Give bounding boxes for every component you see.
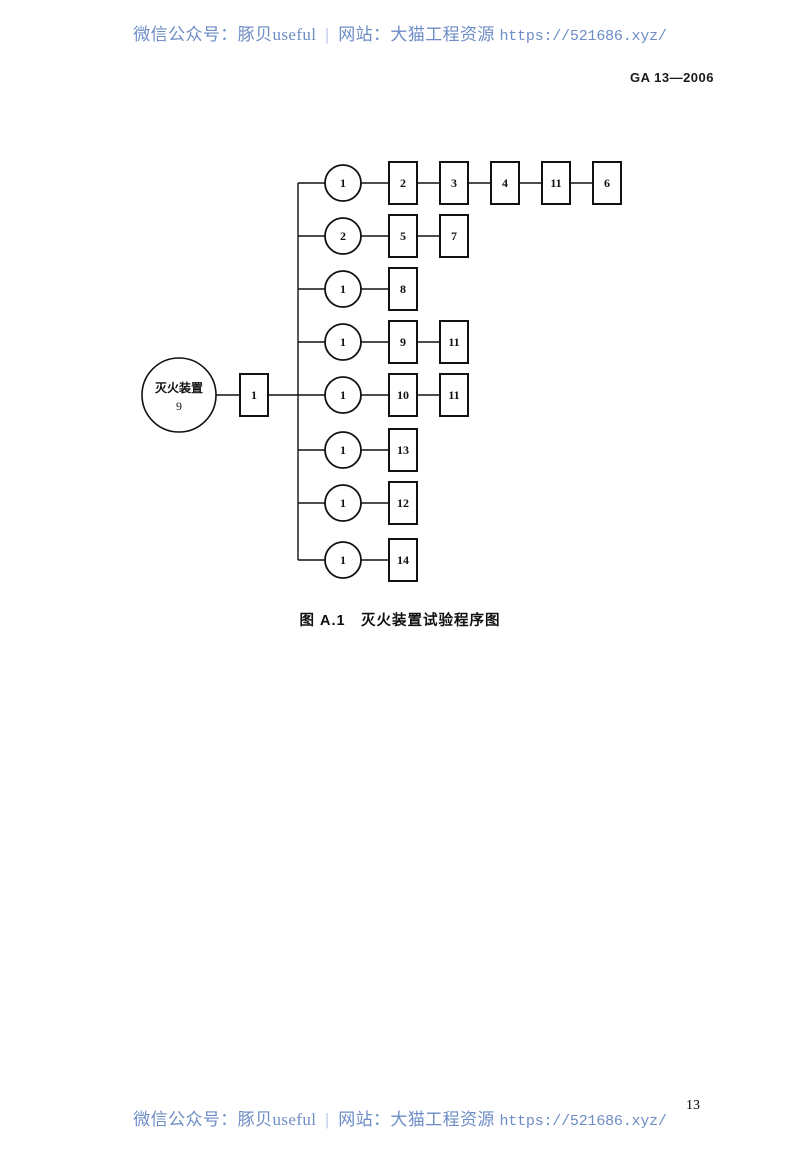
start-node-circle	[141, 357, 217, 433]
watermark-separator: |	[325, 25, 330, 44]
watermark-site: 网站：大猫工程资源	[338, 1110, 495, 1129]
flow-row: 1 14	[324, 538, 418, 582]
row-circle-number: 1	[340, 335, 346, 349]
watermark-account: 微信公众号：豚贝useful	[133, 1110, 317, 1129]
flowchart-svg: 灭火装置 9 1 1 2 3 4 11 6	[141, 161, 622, 582]
watermark-url: https://521686.xyz/	[499, 1113, 667, 1130]
row-circle-number: 1	[340, 443, 346, 457]
flow-row: 1 2 3 4 11 6	[324, 161, 622, 205]
row-box	[388, 373, 418, 417]
start-node-number: 9	[176, 399, 182, 413]
row-box	[439, 214, 469, 258]
row-box-number: 2	[400, 176, 406, 190]
row-circle	[324, 217, 362, 255]
watermark-site: 网站：大猫工程资源	[338, 25, 495, 44]
row-box	[388, 267, 418, 311]
flow-row: 1 8	[324, 267, 418, 311]
row-box-number: 12	[397, 496, 409, 510]
row-circle	[324, 164, 362, 202]
row-box-number: 13	[397, 443, 409, 457]
row-box-number: 6	[604, 176, 610, 190]
row-circle	[324, 541, 362, 579]
flow-row: 1 13	[324, 428, 418, 472]
row-circle	[324, 323, 362, 361]
connector-lines	[216, 182, 593, 561]
row-box	[388, 320, 418, 364]
row-box	[439, 161, 469, 205]
running-head-standard-code: GA 13—2006	[629, 70, 714, 85]
row-box-number: 3	[451, 176, 457, 190]
flow-row: 1 12	[324, 481, 418, 525]
row-box-number: 14	[397, 553, 409, 567]
row-box	[439, 320, 469, 364]
row-box-number: 9	[400, 335, 406, 349]
watermark-top: 微信公众号：豚贝useful | 网站：大猫工程资源 https://521686.…	[0, 20, 800, 45]
figure-caption: 图 A.1 灭火装置试验程序图	[299, 613, 501, 629]
row-box	[439, 373, 469, 417]
page-number: 13	[686, 1098, 700, 1113]
figure-a1: 灭火装置 9 1 1 2 3 4 11 6	[141, 161, 622, 629]
row-box-number: 5	[400, 229, 406, 243]
row-box-number: 11	[550, 176, 561, 190]
row-circle-number: 1	[340, 176, 346, 190]
trunk-box: 1	[239, 373, 269, 417]
row-circle	[324, 431, 362, 469]
trunk-box-number: 1	[251, 388, 257, 402]
row-circle-number: 1	[340, 282, 346, 296]
row-box-number: 11	[448, 388, 459, 402]
row-box	[388, 161, 418, 205]
trunk-box-shape	[239, 373, 269, 417]
watermark-url: https://521686.xyz/	[499, 28, 667, 45]
watermark-account: 微信公众号：豚贝useful	[133, 25, 317, 44]
start-node-label: 灭火装置	[154, 380, 203, 395]
row-circle-number: 1	[340, 553, 346, 567]
row-box-number: 8	[400, 282, 406, 296]
row-box	[388, 538, 418, 582]
row-box-number: 7	[451, 229, 457, 243]
row-box	[388, 428, 418, 472]
watermark-separator: |	[325, 1110, 330, 1129]
flow-row: 1 9 11	[324, 320, 469, 364]
row-circle-number: 2	[340, 229, 346, 243]
watermark-bottom: 微信公众号：豚贝useful | 网站：大猫工程资源 https://521686.…	[0, 1105, 800, 1130]
row-box	[490, 161, 520, 205]
row-circle	[324, 270, 362, 308]
row-box	[592, 161, 622, 205]
row-box	[388, 214, 418, 258]
row-circle	[324, 484, 362, 522]
row-circle-number: 1	[340, 496, 346, 510]
flow-row: 1 10 11	[324, 373, 469, 417]
row-circle-number: 1	[340, 388, 346, 402]
row-box	[388, 481, 418, 525]
row-box-number: 11	[448, 335, 459, 349]
start-node: 灭火装置 9	[141, 357, 217, 433]
row-box	[541, 161, 571, 205]
row-circle	[324, 376, 362, 414]
flow-row: 2 5 7	[324, 214, 469, 258]
row-box-number: 10	[397, 388, 409, 402]
row-box-number: 4	[502, 176, 508, 190]
